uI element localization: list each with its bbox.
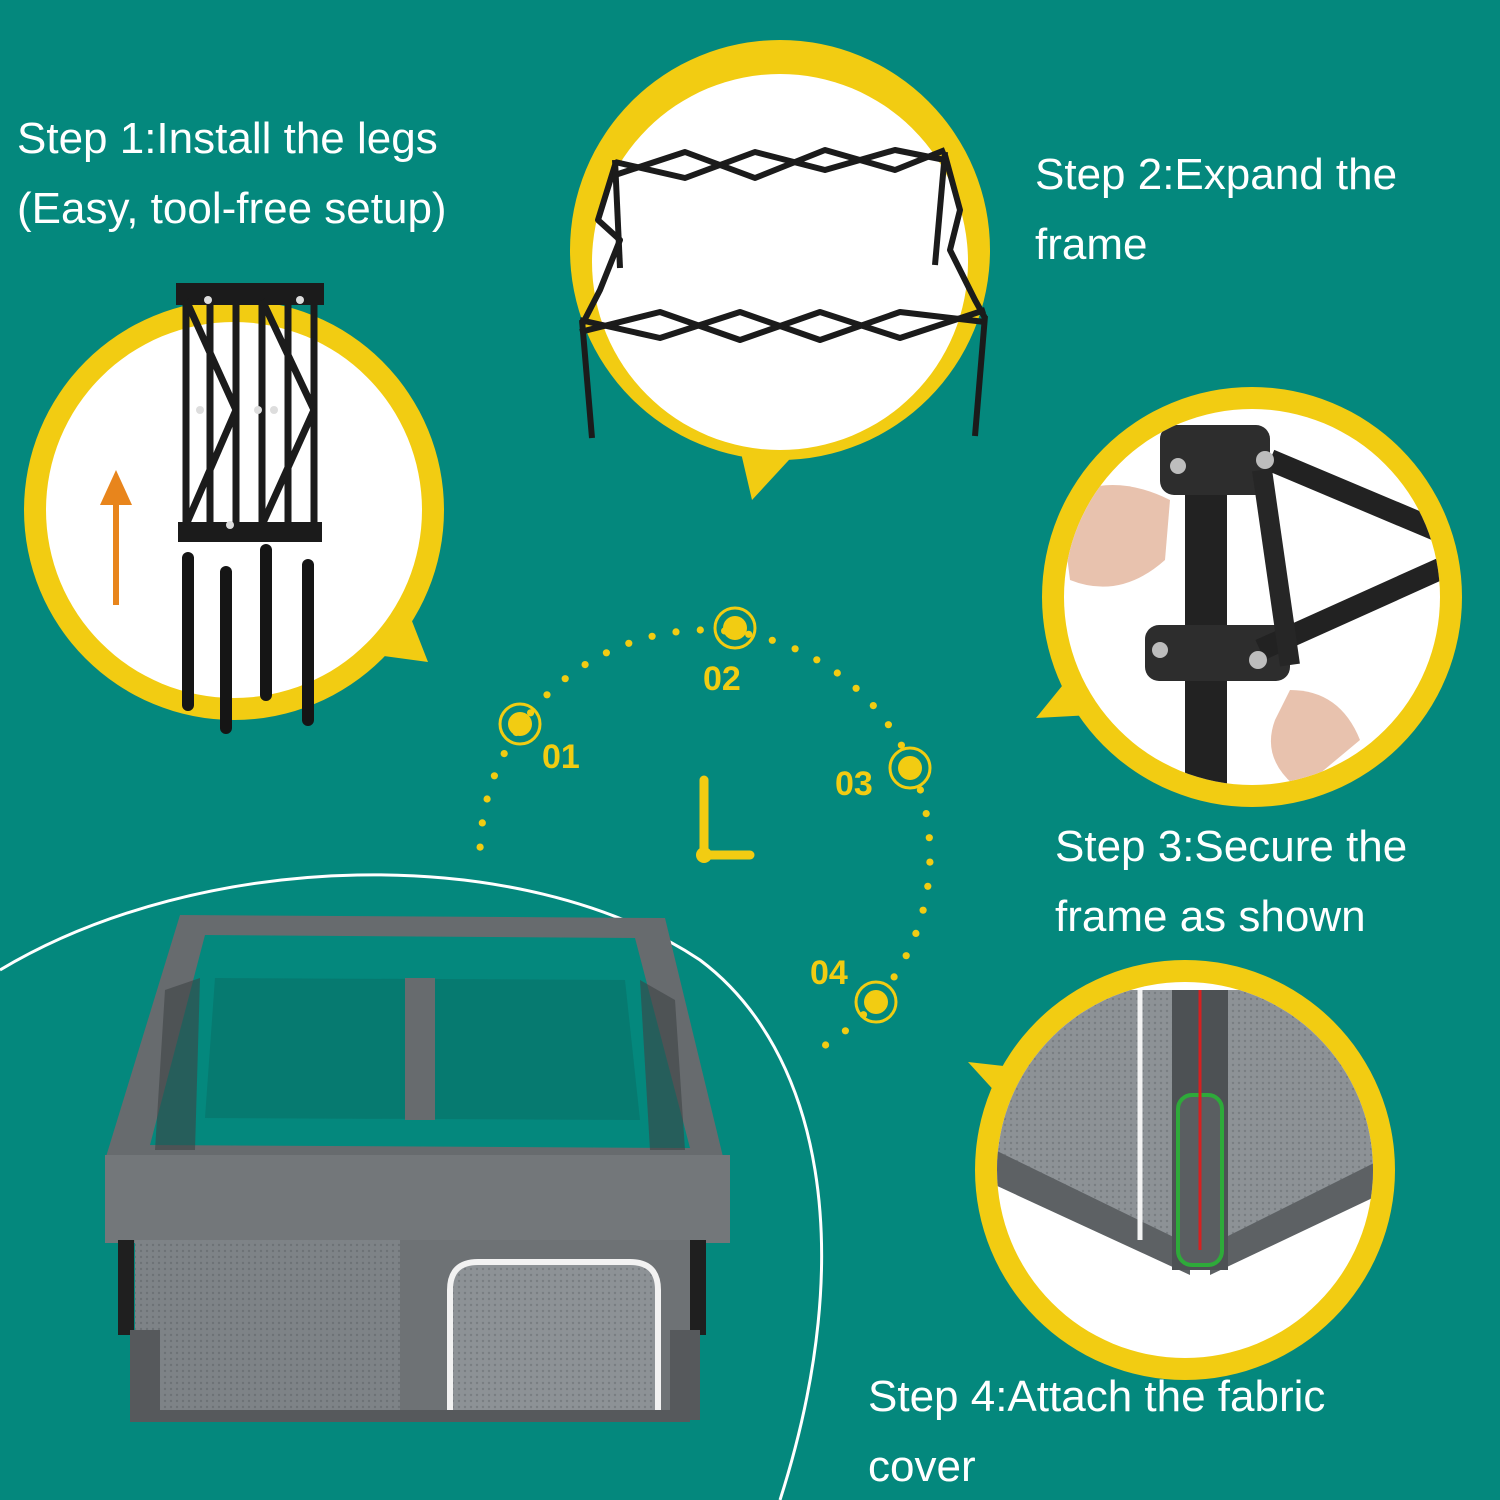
step-marker-02: 02: [703, 606, 757, 698]
timeline-dot: [919, 906, 927, 914]
timeline-dot: [897, 741, 906, 749]
timeline-dot: [916, 786, 925, 794]
step-markers: 01 02 03 04: [498, 606, 932, 1024]
timeline-dot: [745, 630, 753, 638]
timeline-dot: [543, 691, 551, 699]
step1-line1: Step 1:Install the legs: [17, 114, 438, 163]
joint-closeup: [1064, 425, 1440, 785]
step-number-02: 02: [703, 660, 741, 698]
leg-poles: [182, 544, 314, 734]
step-marker-03: 03: [835, 746, 932, 803]
step-marker-04: 04: [810, 954, 898, 1024]
timeline-dot: [648, 632, 656, 640]
timeline-dot: [912, 929, 920, 938]
decorative-arc: [0, 873, 824, 1500]
step4-line1: Step 4:Attach the fabric: [868, 1372, 1326, 1421]
step-marker-01: 01: [498, 702, 580, 776]
step1-line2: (Easy, tool-free setup): [17, 184, 447, 233]
timeline-dot: [902, 952, 910, 960]
timeline-dot: [478, 819, 486, 827]
timeline-dot: [869, 702, 877, 710]
step4-bubble: [968, 960, 1395, 1380]
timeline-dot: [581, 661, 589, 669]
step-number-04: 04: [810, 954, 848, 992]
step3-line1: Step 3:Secure the: [1055, 822, 1408, 871]
timeline-dot: [483, 795, 491, 803]
timeline-dot: [833, 669, 841, 677]
timeline-dot: [500, 750, 508, 758]
timeline-dot: [476, 843, 484, 851]
step-number-01: 01: [542, 738, 580, 776]
assembled-playpen: [105, 915, 730, 1422]
timeline-dot: [490, 772, 498, 780]
timeline-dot: [890, 973, 898, 981]
timeline-dot: [625, 639, 633, 647]
timeline-dot: [696, 626, 704, 634]
timeline-dot: [922, 810, 930, 818]
timeline-dot: [768, 636, 776, 644]
step2-line1: Step 2:Expand the: [1035, 150, 1398, 199]
timeline-dot: [924, 882, 932, 890]
timeline-dot: [841, 1027, 850, 1035]
timeline-dot: [925, 834, 933, 842]
timeline-dot: [602, 649, 611, 657]
timeline-dot: [822, 1041, 830, 1049]
timeline-dot: [852, 684, 860, 692]
step3-bubble: [1036, 387, 1462, 807]
expanded-frame: [579, 147, 988, 439]
timeline-dot: [884, 721, 893, 729]
timeline-dot: [791, 645, 799, 653]
step4-line2: cover: [868, 1442, 976, 1491]
step3-line2: frame as shown: [1055, 892, 1366, 941]
timeline-dot: [813, 656, 821, 664]
arrow-up-icon: [100, 470, 132, 605]
timeline-dot: [527, 709, 535, 717]
timeline-dot: [926, 858, 934, 866]
step2-line2: frame: [1035, 220, 1148, 269]
clock-icon: [696, 775, 755, 863]
folded-frame: [176, 283, 324, 542]
step2-bubble: [570, 40, 990, 500]
step-number-03: 03: [835, 765, 873, 803]
timeline-dot: [561, 675, 569, 683]
timeline-dot: [672, 628, 680, 636]
step1-bubble: [24, 283, 444, 734]
